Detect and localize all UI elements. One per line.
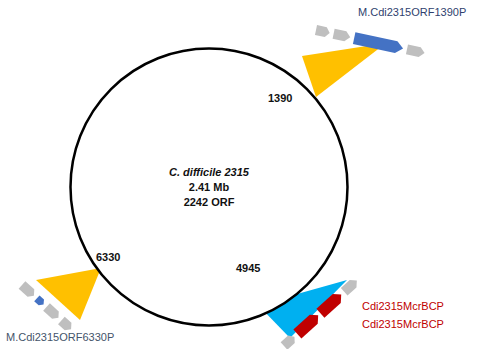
gene-name: Cdi2315McrBCP <box>362 318 444 331</box>
insertion-wedge <box>302 43 386 97</box>
genome-circle: C. difficile 23152.41 Mb2242 ORF <box>69 47 349 327</box>
gene-name: M.Cdi2315ORF1390P <box>358 6 466 19</box>
genome-name: C. difficile 2315 <box>169 165 249 180</box>
genome-stat: 2.41 Mb <box>189 180 229 195</box>
gene-name: M.Cdi2315ORF6330P <box>6 331 114 344</box>
site-number: 1390 <box>268 92 292 105</box>
gene-cluster <box>19 281 75 333</box>
site-number: 4945 <box>236 262 260 275</box>
gene-cluster <box>315 24 426 59</box>
genome-stat: 2242 ORF <box>184 195 235 210</box>
gene-name: Cdi2315McrBCP <box>362 300 444 313</box>
site-number: 6330 <box>96 251 120 264</box>
